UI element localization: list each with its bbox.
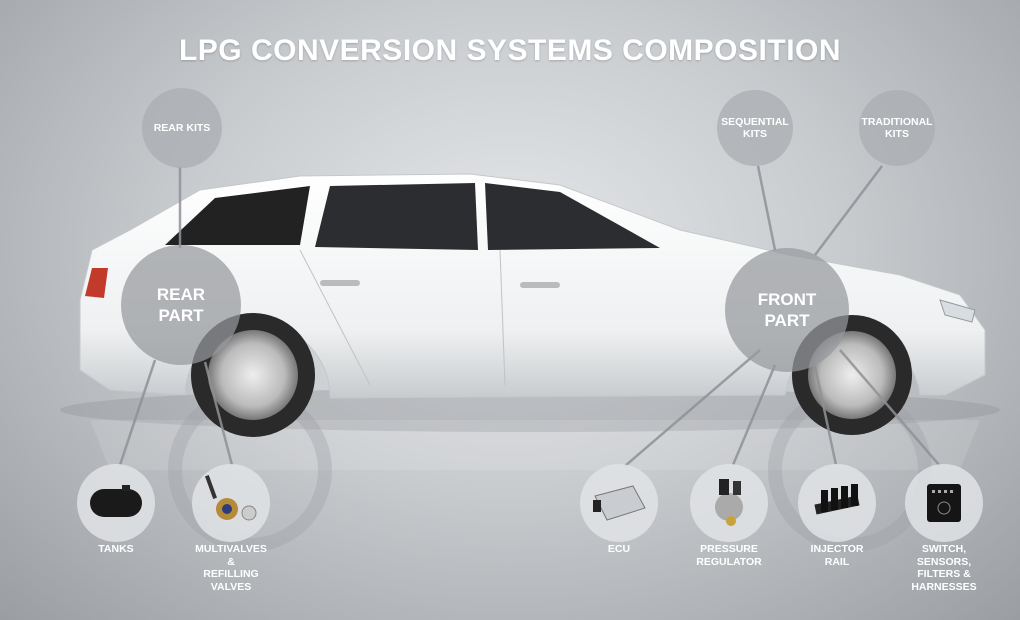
page-title: LPG CONVERSION SYSTEMS COMPOSITION — [178, 34, 842, 67]
ecu-label: ECU — [607, 543, 631, 555]
rear-part-bubble: REAR PART — [121, 245, 241, 365]
pressure-regulator-icon — [715, 479, 743, 526]
tank-icon — [90, 485, 142, 517]
pressure-regulator-label: PRESSURE REGULATOR — [696, 543, 762, 568]
multivalves-label: MULTIVALVES & REFILLING VALVES — [195, 543, 267, 593]
ecu-icon — [593, 485, 646, 521]
switch-sensors-label: SWITCH, SENSORS, FILTERS & HARNESSES — [911, 543, 977, 593]
pressure-regulator-image — [690, 464, 768, 542]
traditional-kits-bubble: TRADITIONAL KITS — [859, 90, 935, 166]
multivalve-icon — [205, 475, 257, 521]
rear-kits-bubble: REAR KITS — [142, 88, 222, 168]
front-part-bubble: FRONT PART — [725, 248, 849, 372]
ecu-image — [580, 464, 658, 542]
switch-icon — [927, 484, 961, 522]
injector-rail-label: INJECTOR RAIL — [810, 543, 864, 568]
switch-image — [905, 464, 983, 542]
injector-rail-icon — [814, 484, 860, 515]
multivalves-image — [192, 464, 270, 542]
injector-rail-image — [798, 464, 876, 542]
tanks-image — [77, 464, 155, 542]
sequential-kits-bubble: SEQUENTIAL KITS — [717, 90, 793, 166]
tanks-label: TANKS — [98, 543, 134, 555]
